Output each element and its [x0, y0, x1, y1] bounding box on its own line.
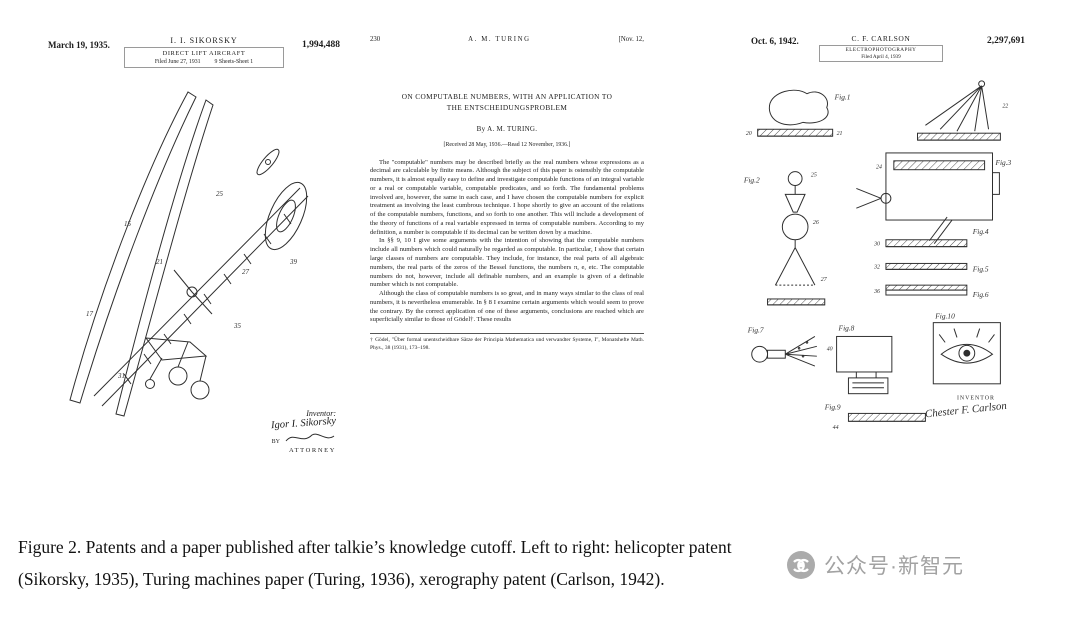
patent-header-center: C. F. CARLSON ELECTROPHOTOGRAPHY Filed A… [819, 34, 943, 62]
turing-paper-panel: 230 A. M. TURING [Nov. 12, ON COMPUTABLE… [370, 36, 644, 488]
attorney-label: ATTORNEY [289, 447, 336, 454]
paper-paragraph-3: Although the class of computable numbers… [370, 290, 644, 324]
paper-footnote: † Gödel, "Über formal unentscheidbare Sä… [370, 333, 644, 352]
fig3-box-drawing [856, 152, 1000, 221]
patent-header-center: I. I. SIKORSKY DIRECT LIFT AIRCRAFT File… [124, 36, 284, 68]
figure-caption-line-1: Figure 2. Patents and a paper published … [18, 537, 732, 557]
xerography-figures-drawing: Fig.1 Fig.2 Fig.3 Fig.4 Fig.5 Fig.6 Fig.… [743, 80, 1012, 432]
patent-number: 1,994,488 [302, 40, 340, 50]
fig9-plate-drawing [847, 412, 926, 422]
running-head: A. M. TURING [468, 36, 531, 43]
sikorsky-patent-panel: March 19, 1935. I. I. SIKORSKY DIRECT LI… [28, 36, 340, 478]
patent-title-box: DIRECT LIFT AIRCRAFT Filed June 27, 1931… [124, 47, 284, 68]
paper-title-line-1: ON COMPUTABLE NUMBERS, WITH AN APPLICATI… [401, 92, 613, 101]
patent-filed-date: Filed June 27, 1931 [154, 59, 201, 65]
fig-label: Fig.2 [743, 176, 760, 185]
carlson-patent-panel: Oct. 6, 1942. C. F. CARLSON ELECTROPHOTO… [737, 30, 1025, 454]
fig-label: Fig.8 [838, 324, 855, 333]
fig5-plate-drawing [885, 262, 968, 270]
patent-filed-date: Filed April 4, 1939 [861, 54, 901, 60]
ref-numeral: 25 [811, 173, 817, 179]
page-number: 230 [370, 36, 381, 43]
fig-label: Fig.5 [972, 264, 989, 273]
paper-byline: By A. M. TURING. [476, 124, 538, 133]
inventor-label: INVENTOR [957, 396, 995, 402]
patent-inventor-name: C. F. CARLSON [851, 34, 911, 43]
fig2-apparatus-drawing [767, 171, 826, 306]
received-line: [Received 28 May, 1936.—Read 12 November… [443, 141, 571, 148]
figure-caption: Figure 2. Patents and a paper published … [18, 531, 1030, 595]
fig-label: Fig.3 [994, 158, 1011, 167]
fig-label: Fig.10 [934, 312, 955, 321]
carlson-patent-header: Oct. 6, 1942. C. F. CARLSON ELECTROPHOTO… [737, 30, 1025, 72]
fig7-sprayer-drawing [751, 336, 817, 367]
ref-numeral: 35 [233, 322, 242, 330]
fig8-device-drawing [836, 335, 893, 395]
fig10-eye-drawing [932, 322, 1001, 385]
ref-numeral: 27 [821, 277, 828, 283]
journal-header: 230 A. M. TURING [Nov. 12, [370, 36, 644, 43]
fig4-stylus-drawing [885, 216, 968, 248]
fig-label: Fig.1 [834, 93, 851, 102]
ref-numeral: 30 [873, 242, 880, 248]
patent-date: March 19, 1935. [48, 40, 110, 50]
ref-numeral: 32 [873, 264, 880, 270]
fig-label: Fig.7 [747, 326, 764, 335]
ref-numeral: 31 [117, 372, 125, 380]
issue-date: [Nov. 12, [618, 36, 644, 43]
paper-paragraph-2: In §§ 9, 10 I give some arguments with t… [370, 237, 644, 289]
paper-body: The "computable" numbers may be describe… [370, 159, 644, 326]
ref-numeral: 24 [876, 164, 882, 171]
fig-label: Fig.4 [972, 227, 989, 236]
paper-title-line-2: THE ENTSCHEIDUNGSPROBLEM [446, 103, 568, 113]
inventor-signature-block: INVENTOR Chester F. Carlson [924, 396, 1007, 421]
paper-title: ON COMPUTABLE NUMBERS, WITH AN APPLICATI… [370, 91, 644, 114]
ref-numeral: 39 [289, 258, 298, 266]
patent-date: Oct. 6, 1942. [751, 36, 799, 46]
inventor-signature: Igor I. Sikorsky [270, 415, 337, 432]
reference-numerals: 15 17 21 25 27 31 35 39 [86, 190, 298, 380]
sikorsky-patent-header: March 19, 1935. I. I. SIKORSKY DIRECT LI… [28, 36, 340, 76]
inventor-signature-block: Inventor: Igor I. Sikorsky BY ATTORNEY [270, 409, 337, 454]
watermark: 公众号·新智元 [785, 549, 964, 581]
helicopter-lines [69, 91, 309, 417]
ref-numeral: 21 [837, 131, 843, 137]
patent-inventor-name: I. I. SIKORSKY [170, 36, 238, 45]
ref-numeral: 17 [86, 310, 94, 318]
ref-numeral: 40 [827, 345, 833, 352]
fig1-plate-drawing [757, 89, 834, 137]
ref-numeral: 44 [833, 424, 839, 431]
patent-number: 2,297,691 [987, 36, 1025, 46]
attorney-signature-squiggle [285, 433, 335, 442]
watermark-text: 公众号·新智元 [824, 555, 964, 578]
ref-numeral: 20 [746, 131, 752, 137]
fig-label: Fig.6 [972, 290, 989, 299]
figure-labels: Fig.1 Fig.2 Fig.3 Fig.4 Fig.5 Fig.6 Fig.… [743, 93, 1012, 412]
helicopter-drawing: 15 17 21 25 27 31 35 39 [69, 91, 309, 417]
ref-numeral: 22 [1002, 104, 1008, 110]
ref-numeral: 21 [156, 258, 163, 266]
patent-title-box: ELECTROPHOTOGRAPHY Filed April 4, 1939 [819, 45, 943, 62]
fig6-plate-drawing [885, 284, 968, 296]
ref-numeral: 36 [873, 289, 880, 295]
inventor-signature: Chester F. Carlson [924, 400, 1007, 421]
inventor-label: Inventor: [306, 409, 336, 418]
ref-numeral: 15 [124, 220, 132, 228]
patent-title: ELECTROPHOTOGRAPHY [845, 47, 917, 53]
patent-title: DIRECT LIFT AIRCRAFT [162, 50, 246, 57]
by-label: BY [271, 439, 280, 445]
powder-spray-drawing [917, 80, 1001, 141]
paper-paragraph-1: The "computable" numbers may be describe… [370, 158, 644, 236]
fig-label: Fig.9 [824, 402, 841, 411]
figure-caption-line-2: (Sikorsky, 1935), Turing machines paper … [18, 569, 665, 589]
wechat-official-account-icon [787, 551, 815, 579]
patent-sheet-label: 9 Sheets-Sheet 1 [214, 59, 254, 65]
reference-numerals: 20 21 22 24 25 26 27 30 32 36 40 44 [746, 104, 1008, 432]
ref-numeral: 26 [813, 220, 819, 226]
ref-numeral: 25 [216, 190, 224, 198]
ref-numeral: 27 [242, 268, 250, 276]
